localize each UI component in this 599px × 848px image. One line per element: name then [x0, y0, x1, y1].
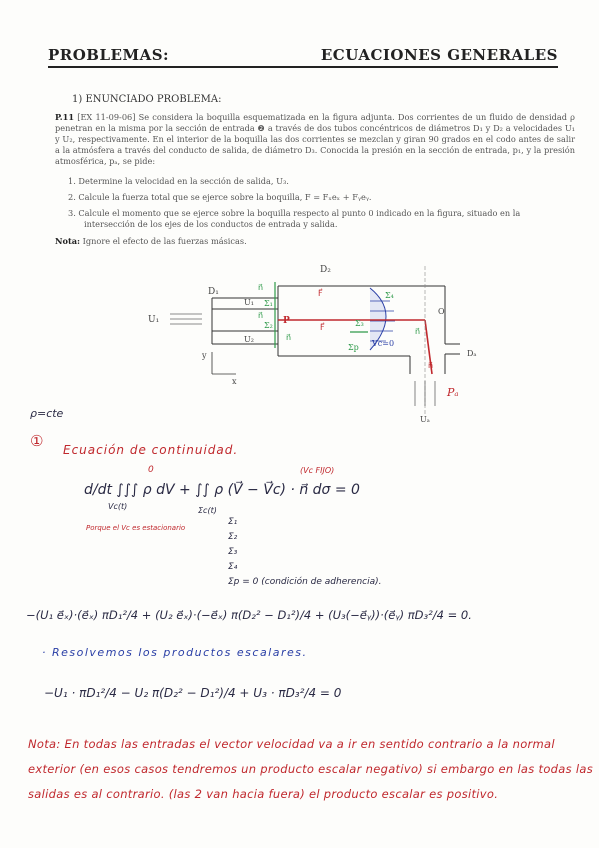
inlet-arrows: [170, 313, 202, 325]
label-Da: Dₐ: [467, 349, 477, 358]
label-red-pa: Pₐ: [446, 386, 459, 399]
control-surface-marks: [274, 282, 368, 348]
label-f-top: F⃗: [318, 288, 323, 298]
sigma-3: Σ₃: [228, 547, 238, 557]
problem-text: [EX 11-09-06] Se considera la boquilla e…: [55, 112, 575, 166]
sigma-list: Σ₁ Σ₂ Σ₃ Σ₄ Σp = 0 (condición de adheren…: [228, 515, 382, 590]
label-U2: U₂: [244, 335, 254, 344]
inlet-pipes: [211, 297, 278, 345]
label-red-n: n⃗: [428, 361, 433, 370]
label-n-mid: n⃗: [258, 311, 263, 320]
main-equation: d/dt ∫∫∫ ρ dV + ∫∫ ρ (V⃗ − V⃗c) · n⃗ dσ …: [84, 482, 360, 498]
label-n-low: n⃗: [286, 333, 291, 342]
velocity-profile-lines: [370, 300, 395, 342]
label-Ua: Uₐ: [420, 415, 430, 424]
velocity-profile: [369, 287, 387, 351]
nota-ignore-text: Ignore el efecto de las fuerzas másicas.: [82, 236, 247, 246]
expanded-equation: −(U₁ e⃗ₓ)·(e⃗ₓ) πD₁²/4 + (U₂ e⃗ₓ)·(−e⃗ₓ)…: [26, 608, 472, 622]
chamber: [277, 285, 460, 374]
label-n-c: n⃗: [415, 327, 420, 336]
rho-cte: ρ=cte: [30, 407, 64, 420]
continuity-title: Ecuación de continuidad.: [63, 443, 239, 457]
nota-ignore: Nota: Ignore el efecto de las fuerzas má…: [55, 236, 247, 246]
label-O: O: [438, 307, 445, 316]
nozzle-diagram: D₂ D₁ U₁ U₁ U₂ y x P O Dₐ Uₐ n⃗ Σ₁ Σ₂ n⃗…: [148, 265, 477, 424]
section-title: 1) ENUNCIADO PROBLEMA:: [72, 94, 222, 105]
outlet-arrows: [414, 381, 436, 406]
coordinate-axes: [211, 352, 236, 375]
label-sigma-p: Σp: [348, 343, 359, 352]
label-y: y: [201, 351, 207, 360]
label-n-top: n⃗: [258, 283, 263, 292]
label-vc0: Vc=0: [371, 339, 394, 348]
eq-sc: Σc(t): [198, 506, 217, 515]
label-D1: D₁: [208, 287, 219, 297]
label-x: x: [232, 377, 237, 386]
header-left: PROBLEMAS:: [48, 46, 170, 64]
nota-ignore-label: Nota:: [55, 236, 81, 246]
scalar-equation: −U₁ · πD₁²/4 − U₂ π(D₂² − D₁²)/4 + U₃ · …: [44, 686, 342, 700]
sigma-2: Σ₂: [228, 532, 238, 542]
problem-code: P.11: [55, 112, 75, 122]
label-Pe: P: [283, 316, 290, 326]
resolvemos-note: · Resolvemos los productos escalares.: [42, 646, 308, 659]
label-sigma-r: Σ₃: [355, 319, 364, 328]
header: PROBLEMAS: ECUACIONES GENERALES: [48, 46, 558, 68]
label-U1-top: U₁: [244, 298, 254, 307]
annot-vc-fijo: (Vc FIJO): [300, 466, 335, 475]
annot-zero: 0: [148, 465, 154, 475]
red-note: Nota: En todas las entradas el vector ve…: [28, 737, 594, 801]
problem-item-2: 2. Calcule la fuerza total que se ejerce…: [68, 192, 372, 202]
label-sigma-top: Σ₄: [385, 291, 394, 300]
problem-item-3: 3. Calcule el momento que se ejerce sobr…: [68, 208, 521, 229]
header-right: ECUACIONES GENERALES: [320, 46, 558, 64]
label-D2: D₂: [320, 265, 331, 275]
label-U1-left: U₁: [148, 315, 159, 325]
porque-note: Porque el Vc es estacionario: [86, 524, 186, 532]
label-e1: Σ₁: [264, 299, 273, 308]
red-axis-vertical: [424, 319, 433, 375]
sigma-1: Σ₁: [228, 517, 238, 527]
problem-items: 1. Determine la velocidad en la sección …: [68, 176, 573, 235]
problem-item-1: 1. Determine la velocidad en la sección …: [68, 176, 289, 186]
eq-vc: Vc(t): [108, 502, 128, 511]
step-number: ①: [30, 432, 44, 450]
label-e2: Σ₂: [264, 321, 273, 330]
sigma-4: Σ₄: [228, 562, 238, 572]
label-f-mid: F⃗: [320, 322, 325, 332]
problem-statement: P.11 [EX 11-09-06] Se considera la boqui…: [55, 112, 575, 167]
sigma-p: Σp = 0 (condición de adherencia).: [228, 577, 382, 587]
